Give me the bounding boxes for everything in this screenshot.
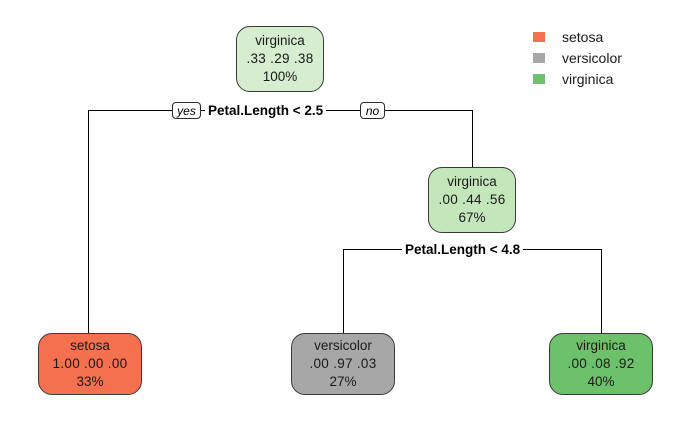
tree-leaf-versicolor[interactable]: versicolor .00 .97 .03 27% <box>291 333 395 395</box>
node-probabilities: .00 .08 .92 <box>567 356 635 372</box>
node-percent: 27% <box>329 373 357 389</box>
node-percent: 33% <box>76 373 104 389</box>
legend-swatch-icon <box>533 73 545 84</box>
legend-label: virginica <box>562 70 614 87</box>
node-probabilities: .33 .29 .38 <box>246 51 314 67</box>
tree-node-root[interactable]: virginica .33 .29 .38 100% <box>236 26 324 92</box>
tree-node-internal-2[interactable]: virginica .00 .44 .56 67% <box>428 167 516 233</box>
node-probabilities: .00 .44 .56 <box>438 192 506 208</box>
tree-leaf-setosa[interactable]: setosa 1.00 .00 .00 33% <box>38 333 142 395</box>
node-class-label: versicolor <box>314 338 372 354</box>
split1-yes-badge[interactable]: yes <box>172 102 201 119</box>
legend-swatch-icon <box>533 31 545 42</box>
legend-item-versicolor: versicolor <box>533 47 622 68</box>
connector-split2-right <box>601 249 602 333</box>
node-percent: 40% <box>587 373 615 389</box>
connector-split2-left <box>343 249 344 333</box>
connector-split1-left <box>88 110 89 333</box>
legend-swatch-icon <box>533 52 545 63</box>
node-probabilities: .00 .97 .03 <box>309 356 377 372</box>
node-probabilities: 1.00 .00 .00 <box>52 356 128 372</box>
split1-no-badge[interactable]: no <box>360 102 385 119</box>
node-class-label: virginica <box>576 338 626 354</box>
legend-label: versicolor <box>562 49 622 66</box>
split1-condition-label: Petal.Length < 2.5 <box>205 103 327 118</box>
node-percent: 67% <box>458 209 486 225</box>
node-class-label: virginica <box>255 33 305 49</box>
node-class-label: virginica <box>447 174 497 190</box>
connector-split1-right <box>472 110 473 167</box>
legend-item-virginica: virginica <box>533 68 622 89</box>
legend-item-setosa: setosa <box>533 26 622 47</box>
node-class-label: setosa <box>70 338 110 354</box>
split2-condition-label: Petal.Length < 4.8 <box>402 242 524 257</box>
legend: setosa versicolor virginica <box>533 26 622 89</box>
tree-leaf-virginica[interactable]: virginica .00 .08 .92 40% <box>549 333 653 395</box>
node-percent: 100% <box>262 68 298 84</box>
legend-label: setosa <box>562 28 604 45</box>
